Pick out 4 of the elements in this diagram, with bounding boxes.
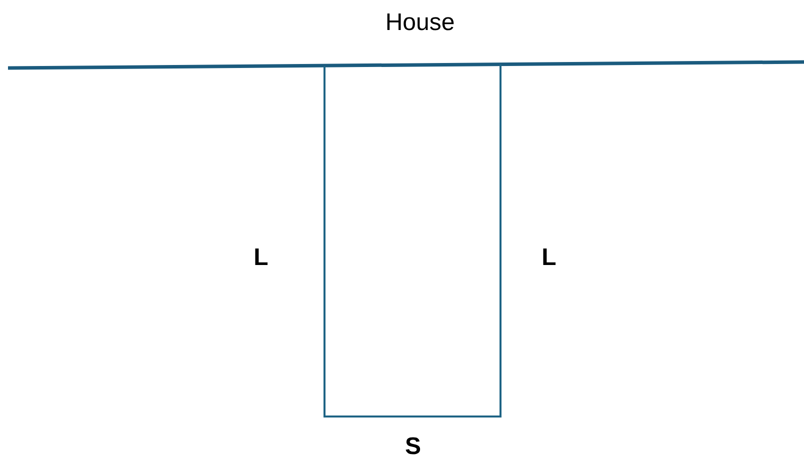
side-length-label: L	[542, 244, 556, 272]
side-length-label: S	[405, 433, 421, 459]
house-label: House	[385, 9, 455, 37]
side-length-label: L	[254, 244, 268, 272]
